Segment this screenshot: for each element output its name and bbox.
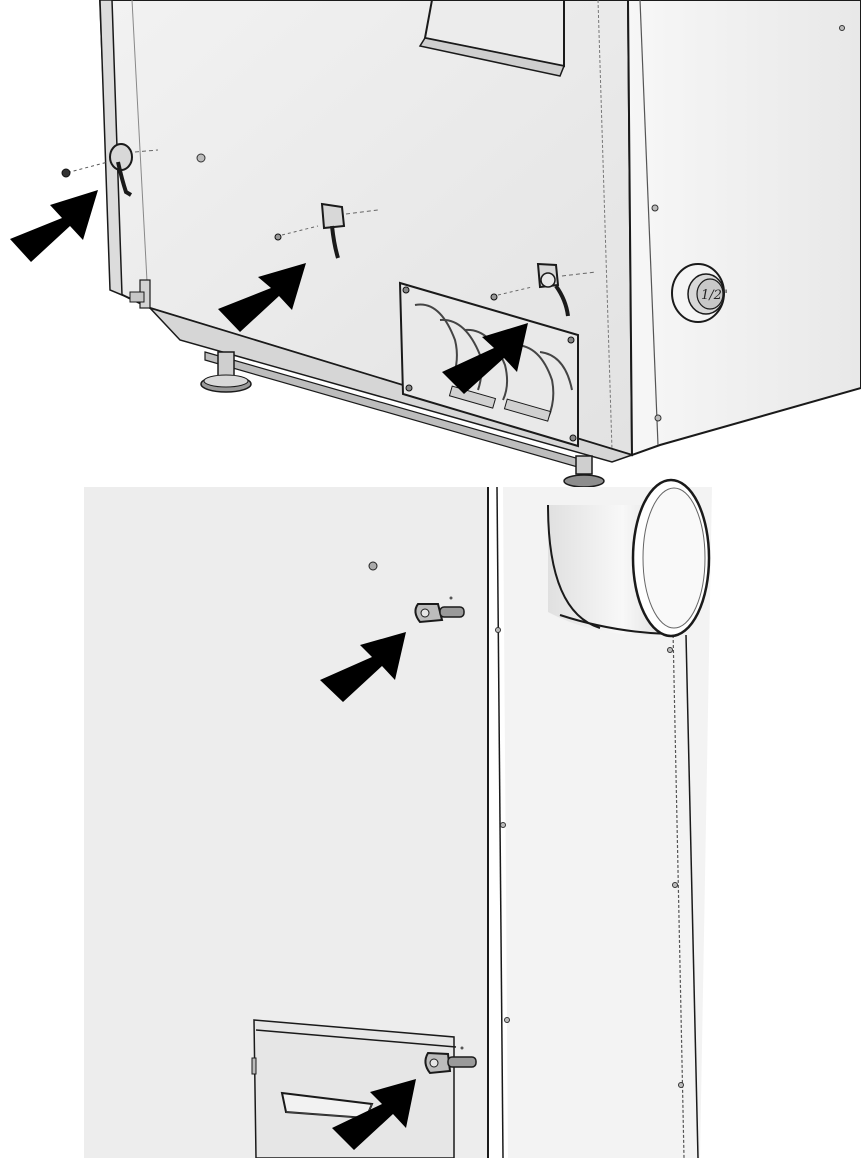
plate-screw-icon	[569, 434, 577, 442]
cable-clip-icon	[536, 262, 597, 317]
cabinet-side-panel-lower	[503, 487, 712, 1158]
adjustable-foot-icon	[129, 279, 151, 309]
side-screw-icon	[651, 204, 659, 212]
adjustable-foot-icon	[563, 455, 605, 488]
screw-icon	[61, 161, 109, 178]
top-panel: 1/2"	[10, 0, 861, 488]
plate-screw-icon	[567, 336, 575, 344]
side-screw-icon	[839, 25, 845, 31]
arrow-callout-icon	[10, 190, 98, 262]
cable-clip-icon	[109, 143, 159, 197]
side-edge-line	[639, 0, 659, 446]
side-screw-icon	[495, 627, 501, 633]
screw-icon	[274, 225, 319, 241]
water-connector-icon: 1/2"	[671, 263, 728, 323]
side-seam-line	[597, 0, 613, 451]
screw-icon	[490, 286, 533, 301]
side-seam-line	[672, 629, 685, 1158]
hose-connector-icon	[424, 1051, 477, 1075]
bottom-panel	[84, 478, 712, 1158]
adjustable-foot-icon	[200, 351, 252, 393]
arrow-callout-icon	[218, 263, 306, 332]
side-screw-icon	[654, 414, 662, 422]
screw-hole-icon	[368, 561, 378, 571]
cabinet-side-panel	[626, 0, 861, 457]
panel-edge-line	[496, 486, 504, 1158]
cable-clip-icon	[320, 202, 379, 259]
arrow-callout-icon	[442, 323, 528, 394]
plate-screw-icon	[402, 286, 410, 294]
side-screw-icon	[672, 882, 678, 888]
cabinet-left-flange	[99, 0, 123, 297]
side-screw-icon	[667, 647, 673, 653]
side-screw-icon	[500, 822, 506, 828]
flange-line	[131, 0, 149, 301]
pipe-outlet-icon	[547, 478, 711, 638]
connector-size-label: 1/2"	[701, 288, 728, 303]
plate-screw-icon	[405, 384, 413, 392]
side-edge-line	[685, 634, 699, 1158]
arrow-callout-icon	[332, 1079, 416, 1150]
screw-hole-icon	[449, 596, 453, 600]
hose-connector-icon	[414, 603, 465, 624]
side-screw-icon	[504, 1017, 510, 1023]
screw-hole-icon	[460, 1046, 464, 1050]
arrow-callout-icon	[320, 632, 406, 702]
top-slot-lip	[418, 37, 566, 77]
screw-hole-icon	[196, 153, 206, 163]
side-screw-icon	[678, 1082, 684, 1088]
